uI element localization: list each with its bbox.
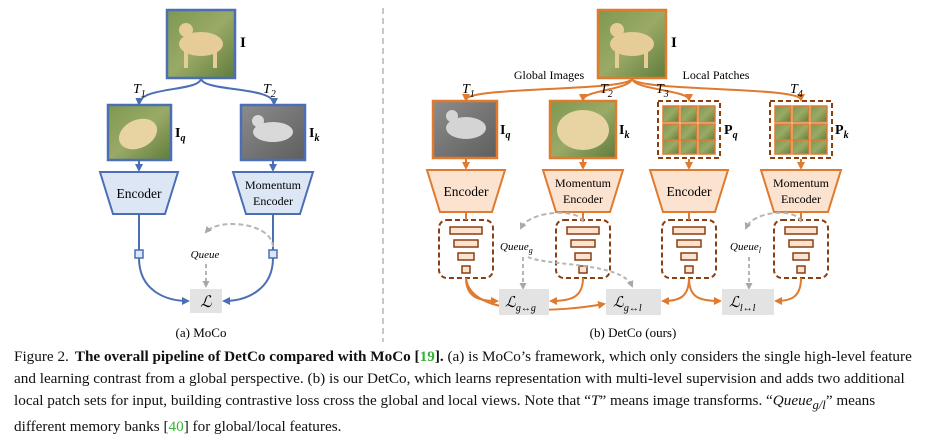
detco-local-patches-label: Local Patches [683, 68, 750, 82]
moco-momentum-label-2: Encoder [253, 194, 293, 208]
moco-arrow-t2 [200, 77, 278, 106]
moco-t2-label: T2 [263, 82, 276, 100]
caption-queue-symbol: Queueg/l [772, 392, 826, 413]
moco-image-label: I [240, 35, 246, 51]
moco-query-feature [134, 249, 144, 259]
moco-key-image [239, 103, 307, 162]
caption-figure-number: Figure 2. [14, 348, 69, 365]
detco-loss-gg-box [499, 289, 549, 315]
detco-queue-l-label: Queuel [730, 241, 762, 255]
moco-encoder-shape [98, 171, 180, 215]
detco-queue-l-enqueue-arrow [744, 211, 802, 230]
detco-ik-label: Ik [619, 123, 629, 141]
caption-ref-40[interactable]: 40 [168, 418, 184, 436]
moco-query-image [106, 103, 173, 162]
detco-queue-g-enqueue-arrow [520, 211, 584, 230]
caption-title: The overall pipeline of DetCo compared w… [74, 348, 444, 365]
detco-key-patches [769, 100, 833, 159]
detco-t1-label: T1 [462, 82, 475, 100]
detco-feature-pyramid-3 [661, 219, 717, 279]
detco-input-image [596, 8, 668, 80]
moco-key-to-loss [222, 257, 274, 305]
moco-query-to-loss [138, 257, 190, 305]
detco-pq-label: Pq [724, 123, 738, 141]
caption-body-4: ] for global/local features. [183, 418, 342, 436]
detco-encoder-2-shape [648, 169, 730, 213]
detco-loss-gl-box [606, 289, 661, 315]
detco-loss-ll-box [722, 289, 774, 315]
detco-feature-pyramid-2 [555, 219, 611, 279]
detco-query-patches [657, 100, 721, 159]
caption-t-symbol: T [591, 392, 600, 409]
detco-arrow-f2-loss1 [549, 277, 584, 305]
caption-body-2: ” means image transforms. “ [599, 392, 773, 409]
detco-image-label: I [671, 35, 677, 51]
detco-momentum-encoder-1-shape [541, 169, 625, 213]
moco-key-feature [268, 249, 278, 259]
moco-loss-box [190, 289, 222, 313]
moco-t1-label: T1 [133, 82, 146, 100]
moco-ik-label: Ik [309, 126, 319, 144]
detco-global-images-label: Global Images [514, 68, 585, 82]
detco-loss-gl-label: ℒg↔l [613, 295, 642, 314]
detco-key-image [548, 99, 618, 160]
detco-arrow-t1 [462, 77, 633, 102]
detco-iq-label: Iq [500, 123, 510, 141]
caption-body-1: (a) is MoCo’s framework, which only cons… [14, 348, 912, 409]
detco-loss-gg-label: ℒg↔g [505, 295, 536, 314]
detco-t3-label: T3 [656, 82, 669, 100]
detco-arrow-f4-loss3 [774, 277, 802, 305]
detco-encoder-1-label: Encoder [444, 184, 489, 199]
detco-feature-pyramid-1 [438, 219, 494, 279]
detco-arrow-t4 [631, 77, 805, 102]
detco-t4-label: T4 [790, 82, 803, 100]
moco-panel: I T1 T2 Iq Ik Encoder Momentum Encoder [98, 8, 319, 340]
moco-input-image [165, 8, 237, 80]
caption-body-3: ” means different memory banks [ [14, 392, 876, 436]
detco-pk-label: Pk [835, 123, 849, 141]
detco-momentum-encoder-2-shape [759, 169, 843, 213]
detco-encoder-1-shape [425, 169, 507, 213]
moco-momentum-label-1: Momentum [245, 178, 302, 192]
detco-t2-label: T2 [600, 82, 613, 100]
moco-iq-label: Iq [175, 126, 185, 144]
moco-encoder-label: Encoder [117, 186, 162, 201]
figure-caption: Figure 2. The overall pipeline of DetCo c… [14, 346, 930, 438]
detco-encoder-2-label: Encoder [667, 184, 712, 199]
detco-feature-pyramid-4 [773, 219, 829, 279]
detco-queue-g-label: Queueg [500, 241, 533, 255]
detco-arrow-t2 [579, 77, 633, 102]
moco-arrow-t1 [135, 77, 202, 106]
detco-sublabel: (b) DetCo (ours) [590, 325, 677, 340]
detco-momentum-1-label-2: Encoder [563, 192, 603, 206]
detco-queue-g-to-loss2 [527, 256, 634, 288]
moco-momentum-encoder-shape [231, 171, 315, 215]
detco-momentum-2-label-1: Momentum [773, 176, 830, 190]
detco-loss-ll-label: ℒl↔l [729, 295, 756, 314]
moco-sublabel: (a) MoCo [176, 325, 227, 340]
moco-queue-label: Queue [191, 249, 220, 261]
detco-arrow-f3-loss2 [661, 277, 690, 305]
detco-panel: I Global Images Local Patches T1 T2 T3 T… [425, 8, 849, 340]
detco-query-image [431, 99, 499, 160]
detco-momentum-1-label-1: Momentum [555, 176, 612, 190]
caption-ref-19[interactable]: 19 [419, 348, 435, 365]
moco-queue-enqueue-arrow [204, 223, 274, 248]
pipeline-figure: I T1 T2 Iq Ik Encoder Momentum Encoder [98, 8, 849, 342]
detco-arrow-f3-loss3 [688, 277, 722, 305]
moco-loss-label: ℒ [200, 294, 212, 311]
detco-momentum-2-label-2: Encoder [781, 192, 821, 206]
